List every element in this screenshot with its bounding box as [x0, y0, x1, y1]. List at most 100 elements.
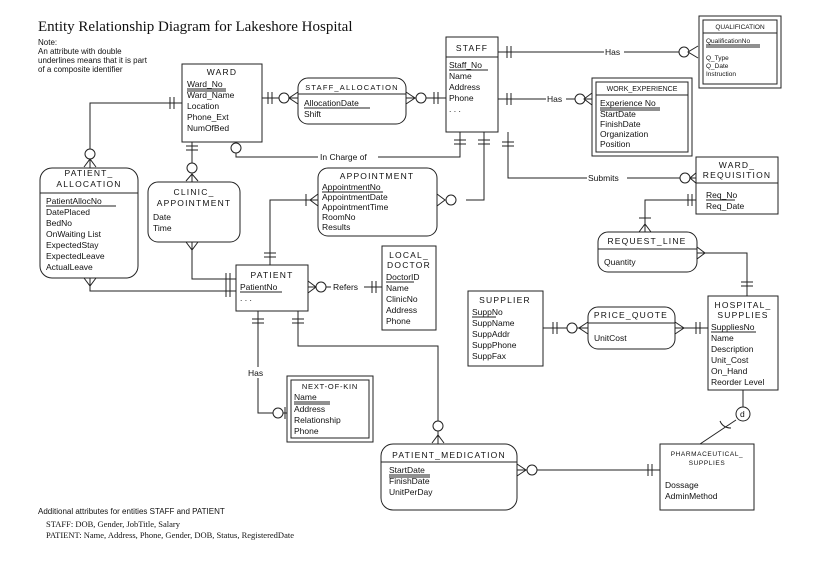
rel-has-work-experience: Has — [547, 94, 562, 104]
hospital-supplies-attr: Description — [711, 344, 754, 354]
qualification-title: QUALIFICATION — [715, 24, 765, 31]
edge-patient-medication — [297, 311, 439, 444]
ward-requisition-attr: Req_Date — [706, 201, 745, 211]
entity-local-doctor: LOCAL_ DOCTOR DoctorID Name ClinicNo Add… — [381, 245, 437, 331]
request-line-title: REQUEST_LINE — [607, 236, 686, 246]
staff-attr: . . . — [449, 104, 461, 114]
supplier-attr: SuppFax — [472, 351, 507, 361]
qualification-attr: Instruction — [706, 71, 736, 78]
ward-attr-id: Ward_No — [187, 79, 223, 89]
staff-allocation-title: STAFF_ALLOCATION — [305, 83, 399, 92]
appointment-attr: RoomNo — [322, 212, 356, 222]
ward-requisition-title: WARD_ — [719, 160, 755, 170]
patient-allocation-attr: DatePlaced — [46, 207, 90, 217]
disjoint-label: d — [740, 409, 745, 419]
appointment-attr: Results — [322, 222, 350, 232]
patient-title: PATIENT — [250, 270, 293, 280]
patient-allocation-title: PATIENT_ — [65, 168, 114, 178]
patient-allocation-attr: ExpectedStay — [46, 240, 99, 250]
clinic-appointment-attr: Date — [153, 212, 171, 222]
ward-title: WARD — [207, 67, 237, 77]
footer-heading: Additional attributes for entities STAFF… — [38, 507, 225, 516]
relationship-labels: Has Has In Charge of Submits Refers Has … — [247, 46, 751, 422]
qualification-attr: QualificationNo — [706, 38, 750, 45]
entity-patient: PATIENT PatientNo . . . — [235, 264, 309, 312]
edge-patalloc-patient — [89, 278, 236, 292]
edge-ward-patalloc — [89, 102, 182, 168]
work-experience-attr: StartDate — [600, 109, 636, 119]
work-experience-attr: Organization — [600, 129, 648, 139]
ward-attr: NumOfBed — [187, 123, 229, 133]
staff-attr-id: Staff_No — [449, 60, 482, 70]
staff-title: STAFF — [456, 43, 488, 53]
patient-medication-attr: UnitPerDay — [389, 487, 433, 497]
next-of-kin-title: NEXT-OF-KIN — [302, 382, 358, 391]
pharmaceutical-supplies-title: PHARMACEUTICAL_ — [671, 451, 744, 458]
work-experience-attr: FinishDate — [600, 119, 641, 129]
ward-attr: Ward_Name — [187, 90, 235, 100]
entity-staff: STAFF Staff_No Name Address Phone . . . — [445, 36, 499, 133]
disjoint-symbol — [735, 406, 751, 422]
patient-medication-attr: StartDate — [389, 465, 425, 475]
patient-allocation-title: ALLOCATION — [56, 179, 121, 189]
entity-request-line: REQUEST_LINE Quantity — [597, 231, 698, 273]
hospital-supplies-title: SUPPLIES — [717, 310, 768, 320]
diagram-title: Entity Relationship Diagram for Lakeshor… — [38, 19, 353, 35]
note-line-4: of a composite identifier — [38, 65, 123, 74]
entity-work-experience: WORK_EXPERIENCE Experience No StartDate … — [591, 77, 693, 157]
staff-attr: Name — [449, 71, 472, 81]
edge-disjoint-pharma — [699, 419, 737, 445]
clinic-appointment-title: APPOINTMENT — [157, 198, 232, 208]
appointment-attr: AppointmentDate — [322, 192, 388, 202]
hospital-supplies-attr: SuppliesNo — [711, 322, 755, 332]
note: Note: An attribute with double underline… — [38, 38, 148, 74]
work-experience-title: WORK_EXPERIENCE — [607, 86, 678, 93]
patient-allocation-attr: ExpectedLeave — [46, 251, 105, 261]
note-line-1: Note: — [38, 38, 57, 47]
entity-staff-allocation: STAFF_ALLOCATION AllocationDate Shift — [297, 77, 407, 125]
entity-qualification: QUALIFICATION QualificationNo Q_Type Q_D… — [698, 15, 782, 89]
entity-price-quote: PRICE_QUOTE UnitCost — [587, 306, 676, 350]
entity-supplier: SUPPLIER SuppNo SuppName SuppAddr SuppPh… — [467, 290, 544, 367]
edge-staff-submits — [507, 132, 696, 179]
cardinality-marks — [83, 45, 753, 477]
edge-patient-kin — [257, 311, 290, 414]
staff-allocation-attr: AllocationDate — [304, 98, 359, 108]
supplier-attr: SuppName — [472, 318, 515, 328]
patient-medication-attr: FinishDate — [389, 476, 430, 486]
edge-requestline-supplies — [697, 252, 748, 296]
hospital-supplies-attr: Unit_Cost — [711, 355, 749, 365]
patient-allocation-attr: PatientAllocNo — [46, 196, 102, 206]
rel-has-qualification: Has — [605, 47, 620, 57]
hospital-supplies-attr: Reorder Level — [711, 377, 765, 387]
rel-submits: Submits — [588, 173, 619, 183]
hospital-supplies-attr: Name — [711, 333, 734, 343]
staff-attr: Phone — [449, 93, 474, 103]
edge-patient-appointment — [269, 199, 318, 265]
local-doctor-attr: ClinicNo — [386, 294, 418, 304]
entity-hospital-supplies: HOSPITAL_ SUPPLIES SuppliesNo Name Descr… — [707, 295, 779, 391]
next-of-kin-attr: Address — [294, 404, 325, 414]
note-line-2: An attribute with double — [38, 47, 122, 56]
local-doctor-attr: DoctorID — [386, 272, 420, 282]
footer-staff: STAFF: DOB, Gender, JobTitle, Salary — [46, 519, 181, 529]
local-doctor-title: LOCAL_ — [389, 250, 429, 260]
entity-ward-requisition: WARD_ REQUISITION Req_No Req_Date — [695, 156, 779, 215]
patient-allocation-attr: ActualLeave — [46, 262, 93, 272]
clinic-appointment-attr: Time — [153, 223, 172, 233]
qualification-attr: Q_Type — [706, 55, 729, 62]
supplier-attr: SuppAddr — [472, 329, 510, 339]
pharmaceutical-supplies-attr: AdminMethod — [665, 491, 718, 501]
hospital-supplies-title: HOSPITAL_ — [715, 300, 772, 310]
entity-pharmaceutical-supplies: PHARMACEUTICAL_ SUPPLIES Dossage AdminMe… — [659, 443, 755, 511]
patient-medication-title: PATIENT_MEDICATION — [392, 450, 506, 460]
next-of-kin-attr: Phone — [294, 426, 319, 436]
ward-requisition-attr: Req_No — [706, 190, 737, 200]
local-doctor-attr: Phone — [386, 316, 411, 326]
clinic-appointment-title: CLINIC_ — [174, 187, 215, 197]
ward-requisition-title: REQUISITION — [703, 170, 771, 180]
request-line-attr: Quantity — [604, 257, 636, 267]
price-quote-title: PRICE_QUOTE — [594, 310, 668, 320]
local-doctor-attr: Name — [386, 283, 409, 293]
